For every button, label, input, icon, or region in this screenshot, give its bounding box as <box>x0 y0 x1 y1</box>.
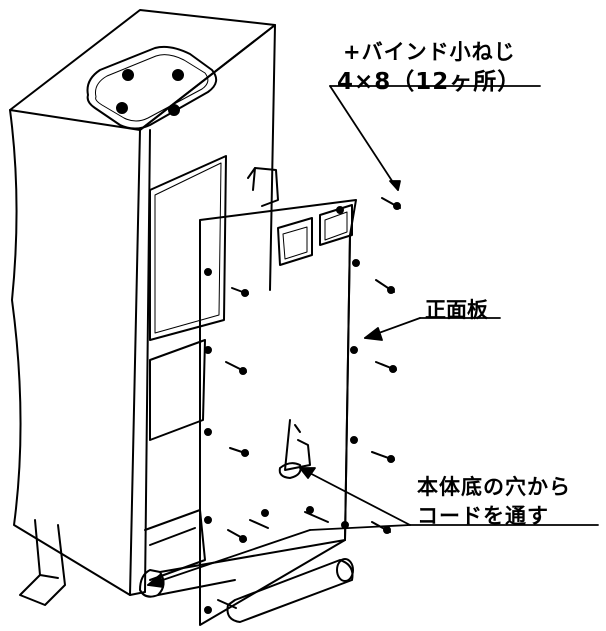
screw-icon <box>352 259 395 294</box>
lid-screw-icon <box>172 69 184 81</box>
screw-icon <box>204 346 247 375</box>
cord-instruction-line2: コードを通す <box>417 504 549 528</box>
screw-spec-label: 4×8（12ヶ所） <box>337 69 522 95</box>
panel-cutout <box>277 217 313 266</box>
cord-instruction-line1: 本体底の穴から <box>417 475 571 499</box>
screw-icon <box>350 346 397 373</box>
screw-icon <box>350 436 395 463</box>
cabinet-feet <box>19 519 66 606</box>
screw-icon <box>249 509 269 529</box>
panel-screws <box>204 197 401 614</box>
screw-callout-label: +バインド小ねじ <box>343 40 516 64</box>
front-panel-label: 正面板 <box>425 298 488 322</box>
cabinet-body <box>9 9 276 596</box>
cords <box>139 462 354 623</box>
leader-lines <box>147 85 599 588</box>
mount-bracket <box>247 167 279 207</box>
screw-icon <box>204 428 249 457</box>
lid-screw-icon <box>116 102 128 114</box>
screw-icon <box>304 506 329 523</box>
screw-icon <box>204 268 249 297</box>
screw-icon <box>336 197 401 214</box>
screw-icon <box>204 516 247 543</box>
screw-icon <box>204 599 237 614</box>
top-lid-plate <box>86 45 218 130</box>
lid-screw-icon <box>168 104 180 116</box>
lid-screw-icon <box>122 69 134 81</box>
